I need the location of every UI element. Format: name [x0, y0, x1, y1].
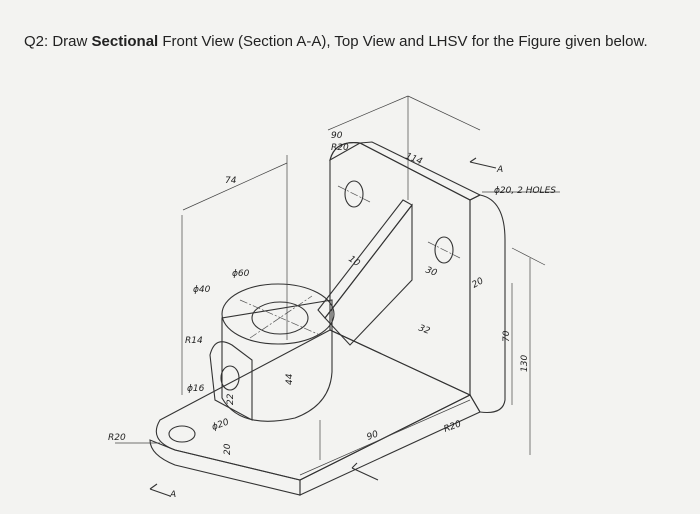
hole-top-left: [344, 180, 364, 208]
dim-22: 22: [226, 393, 236, 405]
base-plate: [149, 329, 481, 496]
dim-114: 114: [404, 152, 424, 168]
dim-90-base: 90: [366, 429, 380, 442]
dim-20-base: 20: [223, 443, 233, 455]
dim-70: 70: [502, 330, 512, 342]
base-hole: [168, 425, 196, 443]
dim-r14: R14: [185, 336, 203, 346]
section-label-a-top: A: [496, 165, 503, 175]
dim-holes: ϕ20, 2 HOLES: [494, 186, 556, 196]
hole-right: [434, 236, 454, 264]
question-text: Q2: Draw Sectional Front View (Section A…: [24, 33, 648, 50]
dim-phi20: ϕ20: [211, 417, 231, 432]
dim-32: 32: [417, 323, 431, 336]
dim-r20-left: R20: [108, 433, 126, 443]
dim-44: 44: [285, 373, 295, 385]
support-rib: [317, 199, 413, 346]
section-label-a-bottom: A: [169, 490, 176, 500]
dim-90: 90: [331, 131, 343, 141]
dim-74: 74: [225, 176, 237, 186]
question-rest: Front View (Section A-A), Top View and L…: [158, 33, 648, 50]
dim-r20-right: R20: [443, 419, 463, 435]
dim-phi16: ϕ16: [187, 384, 205, 394]
side-lug: [209, 341, 253, 421]
back-plate: [329, 141, 506, 414]
dim-phi60: ϕ60: [232, 269, 250, 279]
dim-phi40: ϕ40: [193, 285, 211, 295]
question-prefix: Q2: Draw: [24, 33, 92, 50]
dim-r20-top: R20: [331, 143, 349, 153]
dimension-lines: [115, 95, 560, 497]
dim-30: 30: [424, 265, 438, 278]
question-emphasis: Sectional: [91, 33, 159, 50]
cylinder-boss: [221, 283, 335, 422]
dim-20-side: 20: [471, 276, 486, 291]
dim-130: 130: [520, 355, 530, 372]
